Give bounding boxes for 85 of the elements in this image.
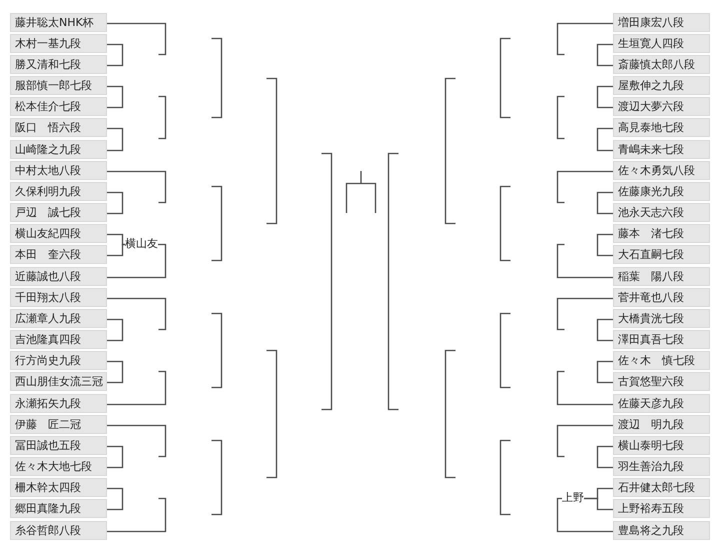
player-name-box: 藤本 渚七段 — [613, 224, 710, 243]
bracket-line — [107, 370, 166, 406]
player-name-box: 久保利明九段 — [10, 182, 107, 201]
player-name-box: 大橋貴洸七段 — [613, 309, 710, 328]
player-name-box: 中村太地八段 — [10, 161, 107, 180]
bracket-line — [107, 424, 166, 458]
bracket-line — [107, 488, 124, 510]
winner-name: 横山友 — [125, 237, 158, 250]
player-name-box: 服部慎一郎七段 — [10, 76, 107, 95]
bracket-line — [556, 244, 613, 278]
bracket-line — [107, 446, 124, 468]
player-name-box: 佐々木 慎七段 — [613, 351, 710, 370]
player-name-box: 豊島将之九段 — [613, 521, 710, 540]
bracket-line — [556, 298, 613, 330]
bracket-line — [596, 318, 613, 342]
player-name-box: 山崎隆之九段 — [10, 140, 107, 159]
player-name-box: 藤井聡太NHK杯 — [10, 13, 107, 32]
player-name-box: 阪口 悟六段 — [10, 118, 107, 137]
player-name-box: 稲葉 陽八段 — [613, 267, 710, 286]
bracket-line — [556, 170, 613, 204]
bracket-line — [107, 244, 125, 256]
bracket-line — [556, 370, 613, 406]
winner-name: 上野 — [562, 491, 584, 504]
player-name-box: 佐々木大地七段 — [10, 457, 107, 476]
bracket-line — [107, 86, 124, 108]
player-name-box: 増田康宏八段 — [613, 13, 710, 32]
player-name-box: 西山朋佳女流三冠 — [10, 372, 107, 391]
bracket-line — [107, 298, 166, 330]
bracket-line — [107, 234, 125, 246]
player-name-box: 上野裕寿五段 — [613, 499, 710, 518]
bracket-line — [107, 318, 124, 342]
player-name-box: 渡辺 明九段 — [613, 415, 710, 434]
bracket-line — [107, 244, 166, 278]
bracket-line — [596, 86, 613, 108]
bracket-line — [107, 22, 166, 56]
player-name-box: 吉池隆真四段 — [10, 330, 107, 349]
bracket-line — [596, 360, 613, 384]
player-name-box: 池永天志六段 — [613, 203, 710, 222]
player-name-box: 佐藤天彦九段 — [613, 394, 710, 413]
bracket-line — [107, 360, 124, 384]
player-name-box: 菅井竜也八段 — [613, 288, 710, 307]
player-name-box: 戸辺 誠七段 — [10, 203, 107, 222]
bracket-line — [107, 128, 124, 152]
player-name-box: 古賀悠聖六段 — [613, 372, 710, 391]
player-name-box: 勝又清和七段 — [10, 55, 107, 74]
player-name-box: 佐々木勇気八段 — [613, 161, 710, 180]
player-name-box: 澤田真吾七段 — [613, 330, 710, 349]
player-name-box: 横山友紀四段 — [10, 224, 107, 243]
bracket-line — [556, 424, 613, 458]
player-name-box: 渡辺大夢六段 — [613, 97, 710, 116]
bracket-line — [596, 192, 613, 214]
player-name-box: 屋敷伸之九段 — [613, 76, 710, 95]
player-name-box: 大石直嗣七段 — [613, 245, 710, 264]
bracket-line — [107, 170, 166, 204]
bracket-line — [107, 192, 124, 214]
player-name-box: 松本佳介七段 — [10, 97, 107, 116]
player-name-box: 青嶋未来七段 — [613, 140, 710, 159]
player-name-box: 高見泰地七段 — [613, 118, 710, 137]
bracket-line — [107, 498, 166, 532]
player-name-box: 郷田真隆九段 — [10, 499, 107, 518]
bracket-line — [584, 498, 613, 510]
player-name-box: 本田 奎六段 — [10, 245, 107, 264]
player-name-box: 永瀬拓矢九段 — [10, 394, 107, 413]
player-name-box: 横山泰明七段 — [613, 436, 710, 455]
player-name-box: 石井健太郎七段 — [613, 478, 710, 497]
player-name-box: 佐藤康光九段 — [613, 182, 710, 201]
player-name-box: 木村一基九段 — [10, 34, 107, 53]
player-name-box: 行方尚史九段 — [10, 351, 107, 370]
bracket-line — [556, 22, 613, 56]
player-name-box: 冨田誠也五段 — [10, 436, 107, 455]
player-name-box: 近藤誠也八段 — [10, 267, 107, 286]
player-name-box: 柵木幹太四段 — [10, 478, 107, 497]
bracket-line — [596, 234, 613, 256]
player-name-box: 斎藤慎太郎八段 — [613, 55, 710, 74]
player-name-box: 羽生善治九段 — [613, 457, 710, 476]
bracket-line — [596, 446, 613, 468]
bracket-line — [556, 498, 613, 532]
player-name-box: 千田翔太八段 — [10, 288, 107, 307]
player-name-box: 生垣寛人四段 — [613, 34, 710, 53]
bracket-line — [596, 128, 613, 152]
player-name-box: 伊藤 匠二冠 — [10, 415, 107, 434]
bracket-line — [596, 44, 613, 66]
player-name-box: 広瀬章人九段 — [10, 309, 107, 328]
player-name-box: 糸谷哲郎八段 — [10, 521, 107, 540]
bracket-line — [107, 44, 124, 66]
